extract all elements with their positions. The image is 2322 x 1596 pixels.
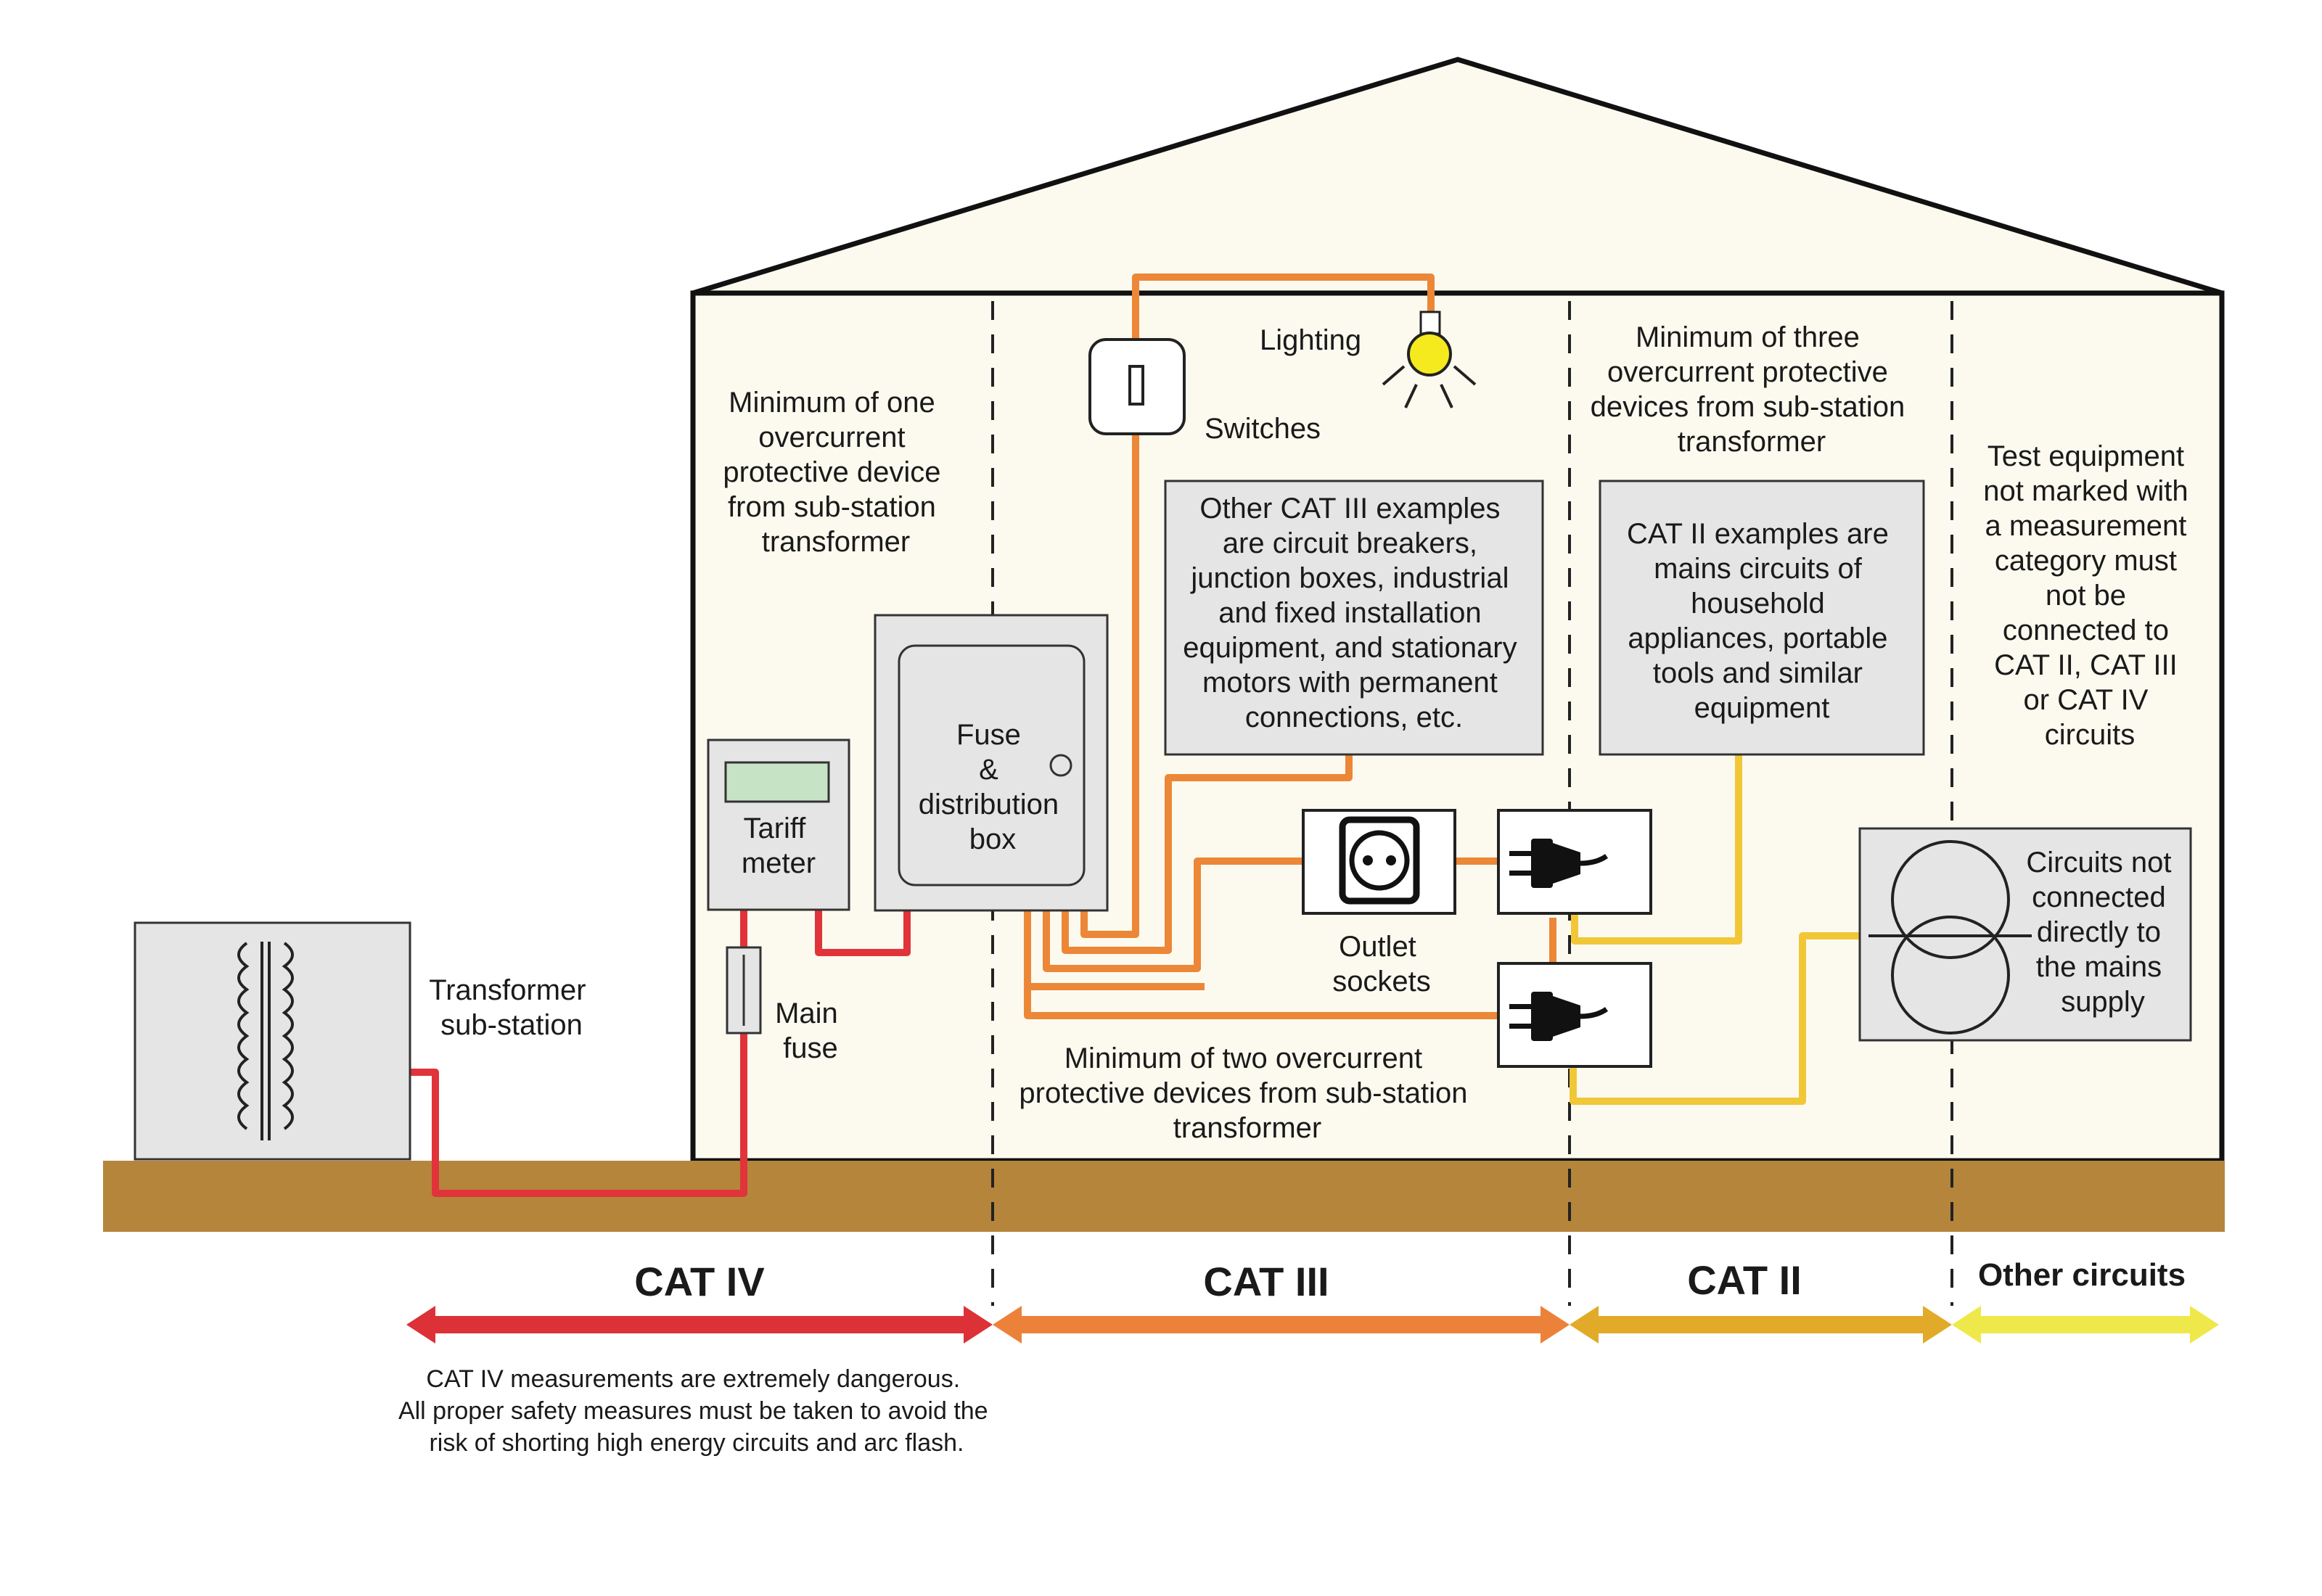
- schuko-socket-icon: [1339, 816, 1420, 905]
- transformer-substation: Transformer sub-station: [134, 921, 594, 1161]
- plug-2: [1497, 962, 1652, 1068]
- category-ranges: CAT IV CAT III CAT II Other circuits: [406, 1257, 2219, 1344]
- switch: Switches: [1088, 338, 1321, 445]
- transformer-box: [134, 921, 411, 1161]
- house-roof: [692, 57, 2223, 296]
- main-fuse: Main fuse: [726, 946, 846, 1064]
- fuse-box-label: Fuse & distribution box: [919, 719, 1067, 855]
- cat4-arrow: [406, 1306, 993, 1344]
- red-wire-meter-box: [815, 910, 911, 956]
- door-latch-icon: [1049, 754, 1072, 777]
- switches-label: Switches: [1205, 413, 1321, 445]
- red-wire-substation: [410, 1000, 747, 1197]
- isolated-circuit: Circuits not connected directly to the m…: [1858, 827, 2192, 1042]
- cat2-label: CAT II: [1687, 1257, 1802, 1303]
- cat2-examples-text: CAT II examples are mains circuits of ho…: [1627, 518, 1897, 724]
- cat4-label: CAT IV: [634, 1259, 764, 1304]
- lighting: Lighting: [1260, 310, 1477, 408]
- isolated-circuit-label: Circuits not connected directly to the m…: [2026, 847, 2179, 1018]
- orange-wire-examples: [1062, 754, 1353, 954]
- plug-icon: [1509, 992, 1609, 1041]
- tariff-meter-label: Tariff meter: [742, 813, 816, 879]
- cat3-examples: Other CAT III examples are circuit break…: [1164, 480, 1544, 756]
- cat3-examples-box: [1164, 480, 1544, 756]
- cat3-examples-text: Other CAT III examples are circuit break…: [1183, 493, 1525, 733]
- outlet-sockets-label: Outlet sockets: [1332, 931, 1431, 998]
- yellow-wire-plug2: [1570, 932, 1860, 1105]
- ground: [103, 1161, 2225, 1232]
- distribution-box-door: [898, 644, 1086, 887]
- lighting-label: Lighting: [1260, 324, 1361, 356]
- orange-wire-socket: [1043, 857, 1303, 972]
- cat3-label: CAT III: [1203, 1259, 1329, 1304]
- main-fuse-label: Main fuse: [775, 998, 846, 1064]
- isolation-transformer-icon: [1868, 840, 2032, 1034]
- cat2-devices-note: Minimum of three overcurrent protective …: [1591, 321, 1913, 458]
- cat3-wires: [1024, 273, 1556, 1019]
- cat4-warning-note: CAT IV measurements are extremely danger…: [398, 1365, 995, 1457]
- fuse-distribution-box: Fuse & distribution box: [874, 614, 1109, 912]
- transformer-label: Transformer sub-station: [429, 974, 594, 1041]
- cat3-arrow: [993, 1306, 1570, 1344]
- orange-wire-bottom: [1024, 910, 1498, 1019]
- meter-display: [724, 761, 830, 803]
- cat2-examples-box: [1599, 480, 1925, 756]
- cat2-arrow: [1570, 1306, 1952, 1344]
- cat3-devices-note: Minimum of two overcurrent protective de…: [1019, 1042, 1475, 1144]
- cat4-devices-note: Minimum of one overcurrent protective de…: [723, 387, 948, 558]
- cat4-wires: [410, 907, 911, 1197]
- plug-icon: [1509, 839, 1609, 888]
- plug-1: [1497, 809, 1652, 915]
- test-equipment-note: Test equipment not marked with a measure…: [1983, 440, 2196, 751]
- outlet-socket: Outlet sockets: [1302, 809, 1456, 998]
- cat2-examples: CAT II examples are mains circuits of ho…: [1599, 480, 1925, 756]
- light-bulb-icon: [1382, 310, 1477, 408]
- other-circuits-arrow: [1952, 1306, 2219, 1344]
- transformer-coil-icon: [237, 942, 294, 1140]
- other-circuits-label: Other circuits: [1978, 1257, 2186, 1293]
- tariff-meter: Tariff meter: [707, 739, 850, 911]
